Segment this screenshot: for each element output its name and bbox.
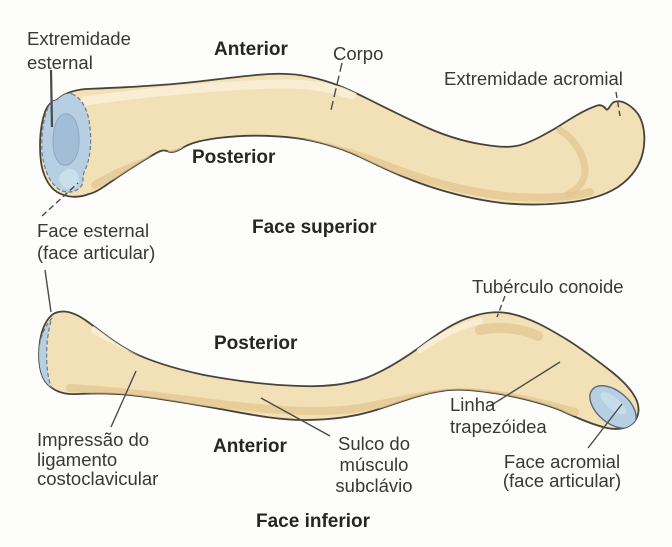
direction-posterior-inferior: Posterior bbox=[214, 333, 298, 354]
leader-impressao-ligamento bbox=[110, 370, 137, 428]
direction-anterior-inferior: Anterior bbox=[213, 436, 287, 457]
label-face-esternal: Face esternal (face articular) bbox=[37, 220, 156, 263]
leader-linha-trapezoidea bbox=[489, 361, 561, 407]
leader-extremidade-acromial bbox=[615, 91, 621, 117]
label-extremidade-esternal: Extremidade esternal bbox=[27, 28, 131, 73]
view-heading-face-inferior: Face inferior bbox=[256, 511, 371, 532]
inferior-conoid-shading bbox=[475, 323, 543, 341]
superior-sternal-face-inner bbox=[52, 113, 80, 166]
direction-posterior-superior: Posterior bbox=[192, 147, 276, 168]
acromial-face-highlight bbox=[600, 392, 627, 415]
leader-face-acromial bbox=[587, 403, 623, 449]
superior-bone-outline bbox=[39, 72, 646, 206]
label-linha-trapezoidea: Linha trapezóidea bbox=[450, 394, 547, 437]
inferior-view-bone bbox=[38, 310, 640, 430]
leader-corpo bbox=[330, 62, 343, 111]
label-corpo: Corpo bbox=[333, 43, 384, 64]
label-sulco-subclavio: Sulco do músculo subclávio bbox=[335, 433, 413, 496]
leader-face-esternal-up bbox=[41, 182, 79, 217]
label-face-acromial: Face acromial (face articular) bbox=[502, 451, 622, 491]
leader-extremidade-esternal bbox=[49, 69, 54, 128]
label-tuberculo-conoide: Tubérculo conoide bbox=[472, 276, 624, 297]
superior-view-bone bbox=[39, 72, 646, 206]
superior-sternal-face-notch bbox=[59, 168, 80, 190]
inferior-acromial-articular-face bbox=[589, 385, 637, 429]
direction-anterior-superior: Anterior bbox=[214, 39, 288, 60]
leader-tuberculo-conoide bbox=[496, 295, 506, 318]
label-extremidade-acromial: Extremidade acromial bbox=[444, 68, 623, 89]
superior-acromial-shading bbox=[556, 126, 589, 198]
view-heading-face-superior: Face superior bbox=[252, 217, 377, 238]
superior-bone-highlight bbox=[80, 79, 357, 106]
leader-sulco-subclavio bbox=[260, 397, 331, 437]
inferior-bone-highlight-2 bbox=[417, 318, 483, 353]
leader-face-esternal-down bbox=[44, 269, 52, 313]
label-impressao-ligamento: Impressão do ligamento costoclavicular bbox=[37, 429, 159, 489]
